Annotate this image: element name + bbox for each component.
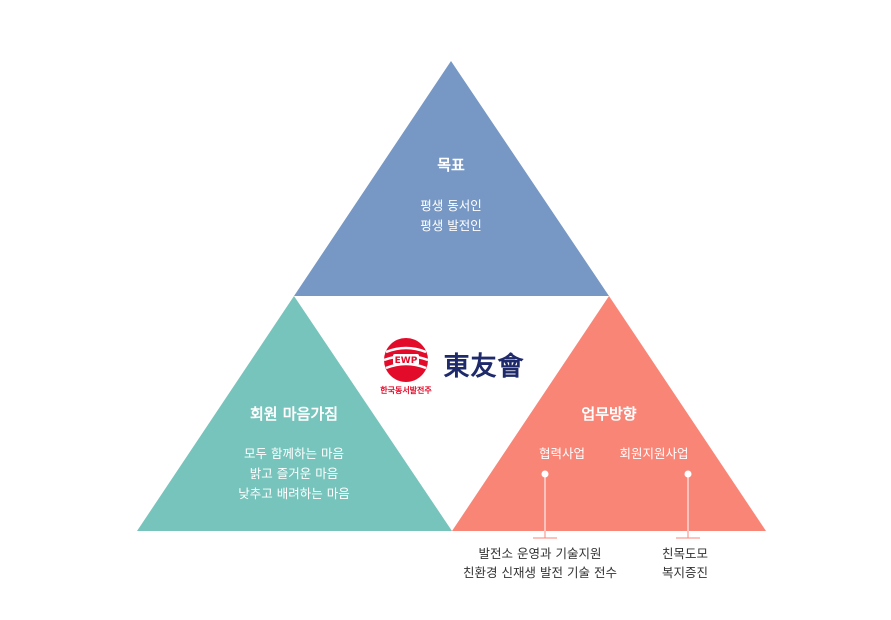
logo-company-name: 한국동서발전주 — [380, 386, 432, 395]
member-support-detail: 복지증진 — [661, 565, 709, 580]
mindset-line: 밝고 즐거운 마음 — [249, 466, 339, 481]
direction-item-member-support: 회원지원사업 — [619, 446, 689, 461]
ewp-globe-logo-icon: EWP — [383, 338, 429, 382]
goal-line: 평생 발전인 — [420, 218, 482, 233]
cooperation-detail: 발전소 운영과 기술지원 — [478, 546, 602, 561]
direction-item-cooperation: 협력사업 — [538, 446, 586, 461]
direction-title: 업무방향 — [581, 405, 637, 423]
brand-name: 東友會 — [443, 352, 525, 382]
mindset-line: 모두 함께하는 마음 — [244, 446, 344, 461]
goal-line: 평생 동서인 — [420, 198, 482, 213]
goal-title: 목표 — [437, 156, 465, 174]
connector-member-support — [676, 470, 700, 539]
svg-text:EWP: EWP — [395, 356, 418, 366]
mindset-line: 낮추고 배려하는 마음 — [238, 486, 350, 501]
mindset-triangle — [137, 296, 452, 531]
cooperation-detail: 친환경 신재생 발전 기술 전수 — [463, 565, 617, 580]
mindset-title: 회원 마음가짐 — [249, 405, 339, 423]
goal-triangle — [294, 61, 609, 296]
connector-cooperation — [533, 470, 557, 539]
member-support-detail: 친목도모 — [661, 546, 709, 561]
